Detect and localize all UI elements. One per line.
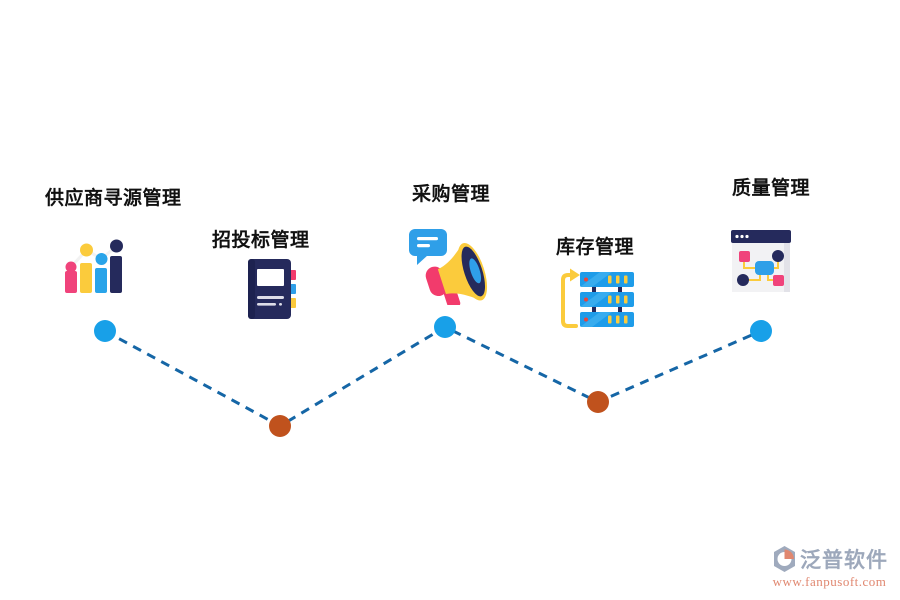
brand-url: www.fanpusoft.com <box>772 574 887 589</box>
node-dot-supplier-sourcing <box>94 320 116 342</box>
label-bidding: 招投标管理 <box>212 230 310 251</box>
node-dot-procurement <box>434 316 456 338</box>
brand-name: 泛普软件 <box>800 549 888 572</box>
node-dot-quality <box>750 320 772 342</box>
megaphone-icon <box>409 229 488 305</box>
bar-chart-icon <box>65 239 123 293</box>
label-quality: 质量管理 <box>732 178 811 199</box>
flowchart-window-icon <box>731 230 791 292</box>
server-stack-icon <box>561 268 634 328</box>
notebook-icon <box>248 259 296 319</box>
node-dot-bidding <box>269 415 291 437</box>
label-supplier-sourcing: 供应商寻源管理 <box>45 188 182 209</box>
label-inventory: 库存管理 <box>556 237 635 258</box>
dashed-line <box>104 325 762 428</box>
label-procurement: 采购管理 <box>412 184 491 205</box>
fanpu-logo-icon <box>774 546 795 572</box>
node-dot-inventory <box>587 391 609 413</box>
watermark: 泛普软件 www.fanpusoft.com <box>771 544 888 590</box>
